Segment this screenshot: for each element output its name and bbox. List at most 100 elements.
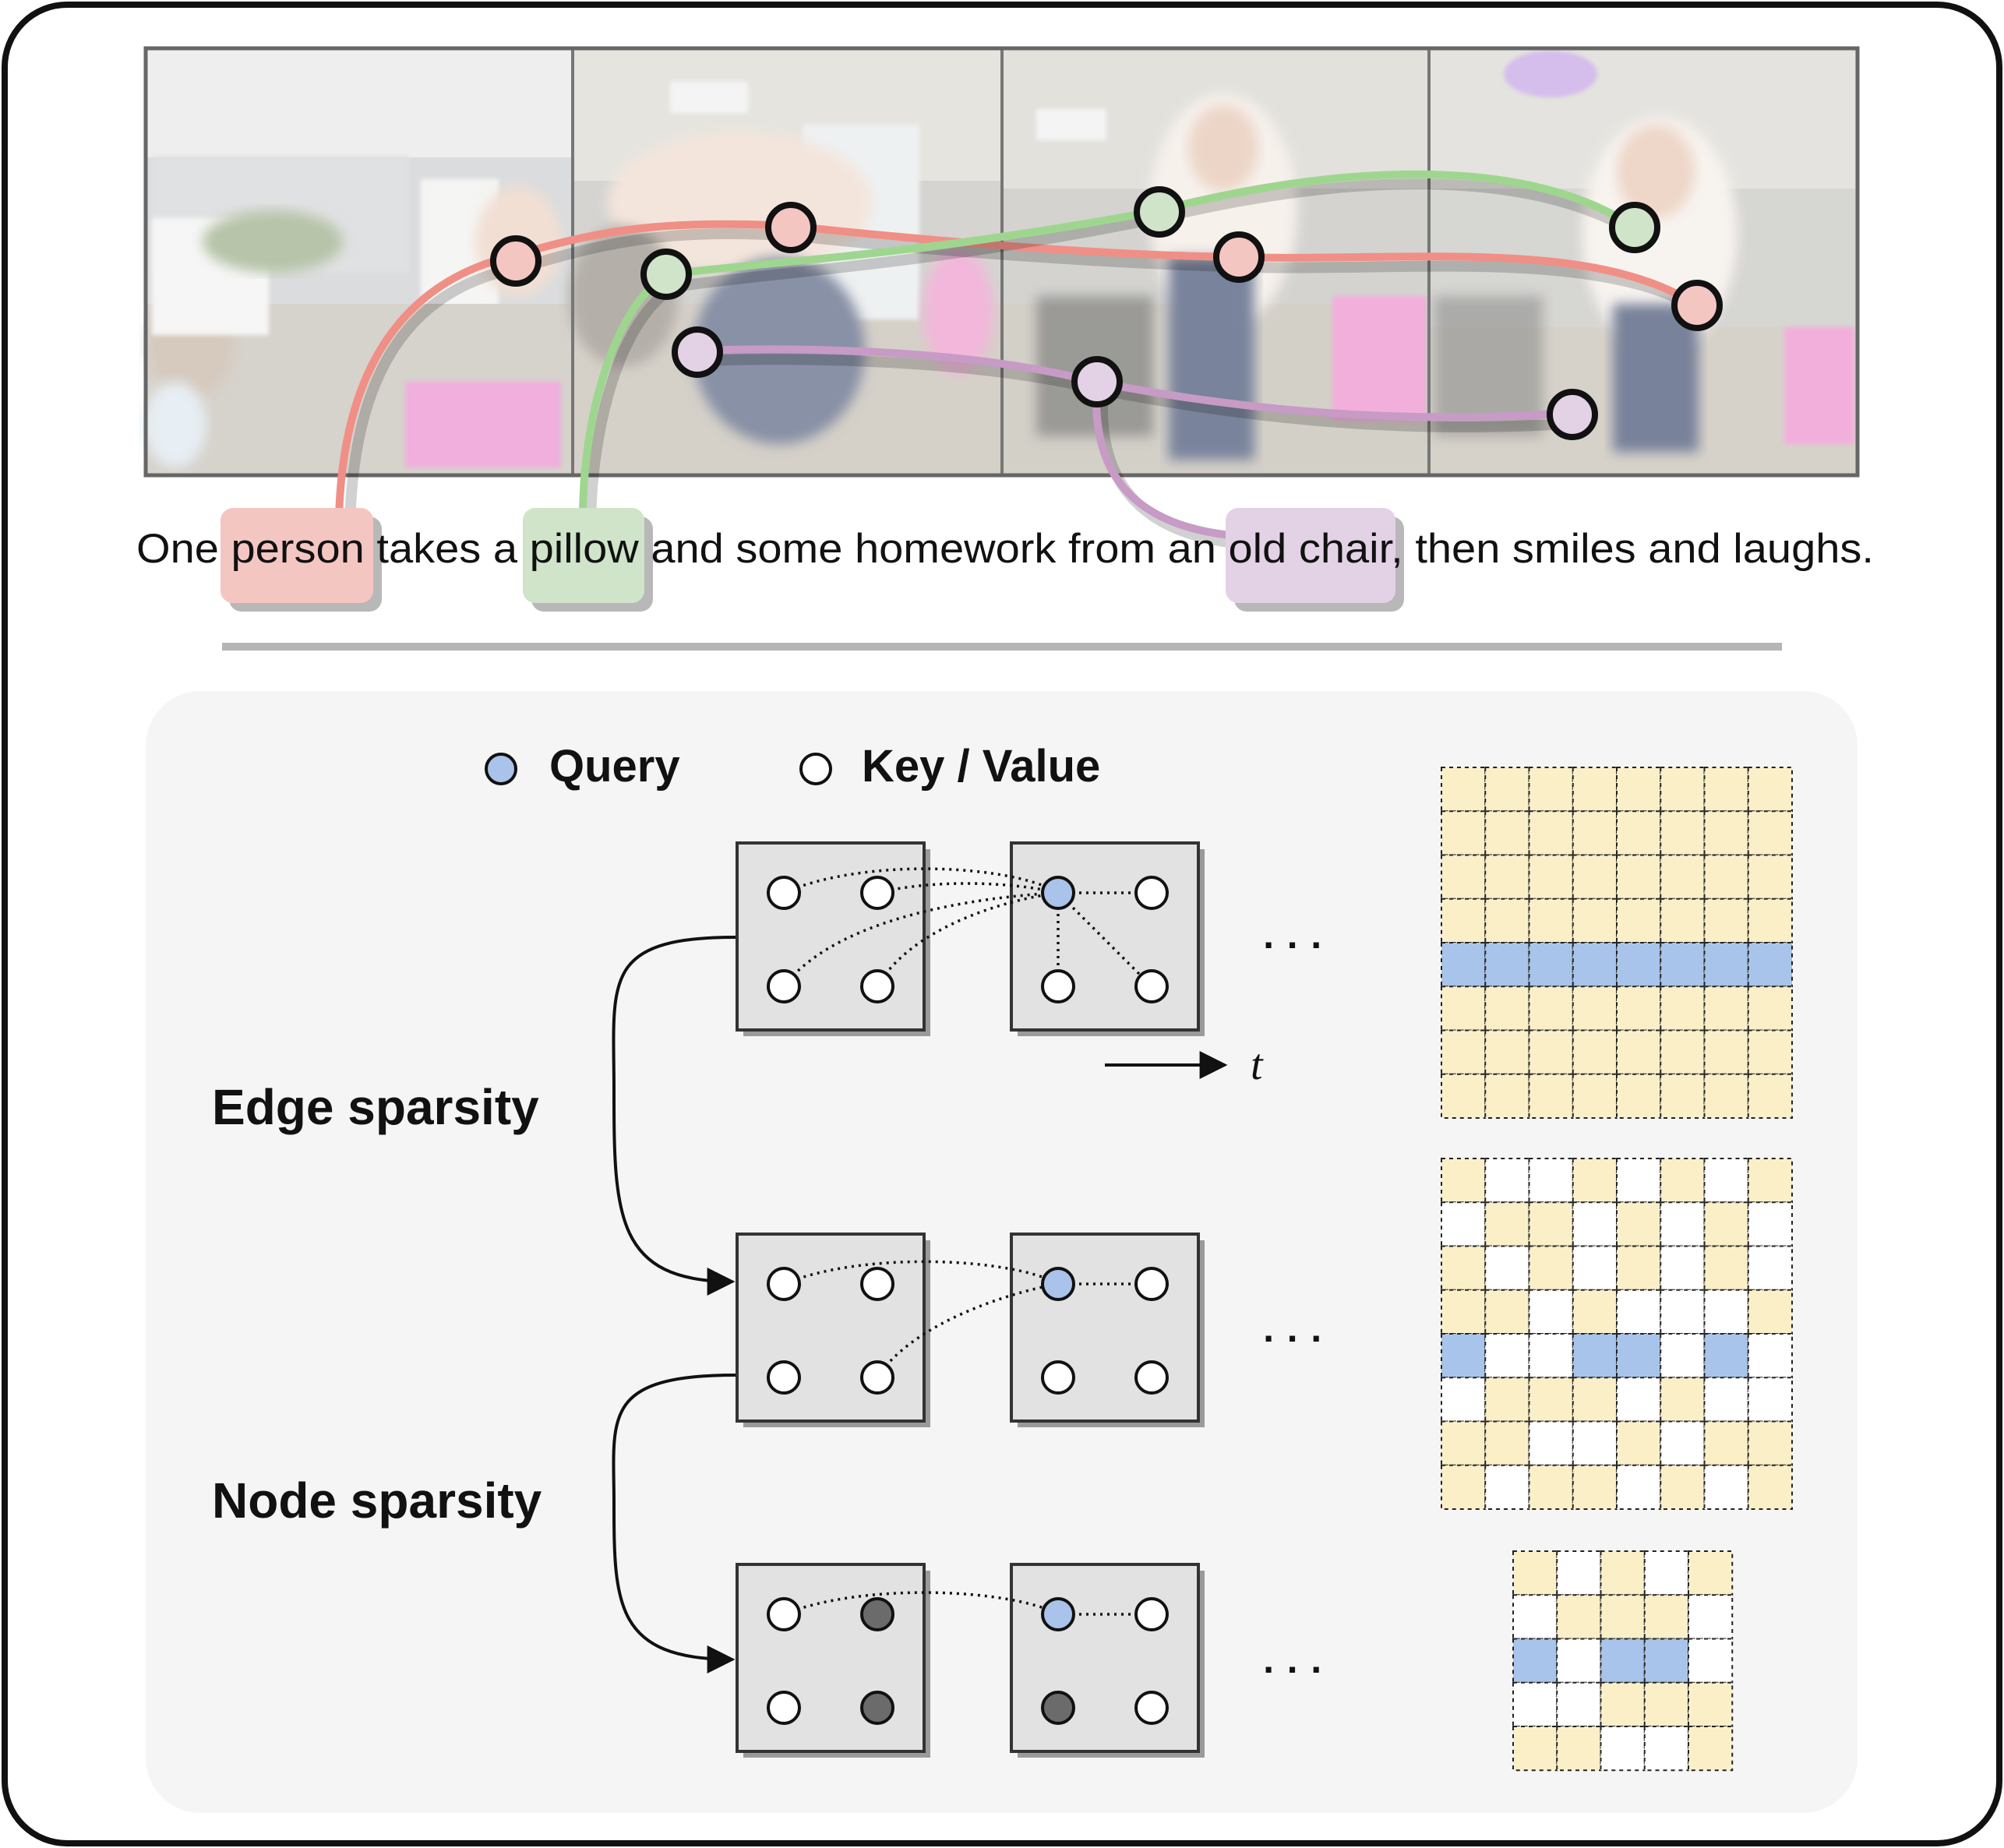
attended-cell [1484,1073,1530,1119]
attended-cell [1616,1245,1662,1291]
attended-cell [1528,1073,1574,1119]
key-value-node [1134,969,1169,1003]
attended-cell [1688,1550,1734,1596]
attended-cell [1528,854,1574,900]
attended-cell [1484,1289,1530,1335]
attended-cell [1747,810,1793,856]
empty-cell [1660,1245,1706,1291]
empty-cell [1660,1420,1706,1466]
attended-cell [1528,1377,1574,1423]
attended-cell [1616,1201,1662,1247]
attended-cell [1556,1726,1602,1772]
attended-cell [1556,1594,1602,1640]
person-highlight [221,508,373,603]
attended-cell [1747,767,1793,813]
pillow-track [579,170,1636,522]
caption-text: One person takes a pillow and some homew… [136,526,1874,572]
frame-box [1010,1563,1200,1753]
attended-cell [1747,1073,1793,1119]
masked-node [1041,1691,1075,1725]
attended-cell [1660,1158,1706,1204]
query-row-cell [1572,942,1618,988]
attended-cell [1528,1201,1574,1247]
attended-cell [1572,1029,1618,1075]
ellipsis: · · · [1263,1648,1324,1691]
attended-cell [1747,898,1793,943]
attended-cell [1600,1681,1646,1727]
key-value-dot-icon [799,753,832,785]
key-value-node [767,1691,801,1725]
time-label: t [1251,1041,1264,1089]
attended-cell [1747,1464,1793,1510]
empty-cell [1616,1464,1662,1510]
person-node [490,235,542,287]
attended-cell [1441,810,1487,856]
masked-node [860,1691,894,1725]
node-sparsity-row: · · · [736,1563,1324,1758]
attended-cell [1441,854,1487,900]
attended-cell [1528,1029,1574,1075]
pillow-node [640,249,692,300]
attended-cell [1441,898,1487,943]
empty-cell [1441,1201,1487,1247]
empty-cell [1703,1158,1749,1204]
person-track-shadow [344,227,1709,538]
key-value-node [1041,1360,1075,1395]
query-node [1041,876,1075,910]
attended-cell [1484,1029,1530,1075]
node-transition-arrow [612,1374,737,1673]
empty-cell [1616,1377,1662,1423]
attended-cell [1528,767,1574,813]
attended-cell [1703,898,1749,943]
attended-cell [1600,1550,1646,1596]
empty-cell [1528,1289,1574,1335]
empty-cell [1703,1464,1749,1510]
query-dot-icon [485,753,517,785]
empty-cell [1484,1158,1530,1204]
masked-node [860,1597,894,1631]
attended-cell [1660,1464,1706,1510]
attended-cell [1703,986,1749,1032]
query-node [1041,1267,1075,1301]
query-row-cell [1600,1638,1646,1684]
attended-cell [1484,1420,1530,1466]
empty-cell [1643,1726,1689,1772]
attended-cell [1572,1073,1618,1119]
attended-cell [1600,1594,1646,1640]
attended-cell [1441,1245,1487,1291]
query-row-cell [1616,942,1662,988]
attended-cell [1703,1073,1749,1119]
empty-cell [1747,1333,1793,1379]
empty-cell [1688,1638,1734,1684]
attended-cell [1441,986,1487,1032]
empty-cell [1556,1681,1602,1727]
legend-query: Query [549,741,680,792]
key-value-node [860,969,894,1003]
key-value-node [767,1597,801,1631]
attended-cell [1484,854,1530,900]
attended-cell [1484,898,1530,943]
attended-cell [1512,1726,1558,1772]
frame-box [736,1563,926,1753]
ellipsis: · · · [1263,1317,1324,1360]
empty-cell [1484,1464,1530,1510]
query-row-cell [1484,942,1530,988]
edge-transition-arrow [612,936,737,1296]
attended-cell [1660,767,1706,813]
frame-box [736,841,926,1032]
key-value-node [767,1360,801,1395]
attended-cell [1616,898,1662,943]
attended-cell [1660,1073,1706,1119]
query-row-cell [1660,942,1706,988]
empty-cell [1528,1158,1574,1204]
attended-cell [1688,1726,1734,1772]
attended-cell [1703,1201,1749,1247]
query-row-cell [1616,1333,1662,1379]
empty-cell [1572,1245,1618,1291]
attended-cell [1484,810,1530,856]
empty-cell [1484,1333,1530,1379]
empty-cell [1703,1289,1749,1335]
attended-cell [1616,986,1662,1032]
attended-cell [1747,1420,1793,1466]
